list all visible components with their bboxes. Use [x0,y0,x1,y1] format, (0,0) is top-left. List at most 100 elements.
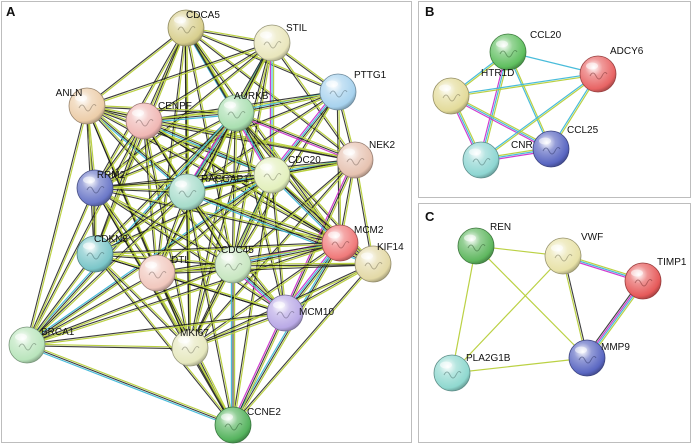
node-sphere[interactable] [432,77,470,115]
node-mcm10[interactable]: MCM10 [266,294,334,332]
edge-line-textmining [190,113,238,349]
node-mmp9[interactable]: MMP9 [568,339,630,377]
node-sphere[interactable] [568,339,606,377]
node-sphere[interactable] [319,73,357,111]
node-timp1[interactable]: TIMP1 [624,257,687,300]
node-adcy6[interactable]: ADCY6 [579,46,644,93]
node-highlight [174,16,186,24]
node-highlight [83,176,95,184]
node-cdc45[interactable]: CDC45 [214,245,254,284]
edge-cdc20-mcm10 [270,174,287,314]
edge-line-textmining [157,271,286,313]
node-sphere[interactable] [624,262,662,300]
node-sphere[interactable] [462,141,500,179]
structure-glyph [499,49,518,58]
node-highlight [586,62,598,70]
edge-line-experiment [450,96,551,151]
node-kif14[interactable]: KIF14 [354,242,404,283]
edge-line-coexpression [142,121,157,274]
node-dtl[interactable]: DTL [138,254,190,292]
node-sphere[interactable] [253,156,291,194]
node-cdc20[interactable]: CDC20 [253,155,321,194]
edge-mcm10-ccne2 [230,312,288,426]
edge-line-coexpression [94,158,355,188]
structure-glyph [263,172,282,181]
node-cdca5[interactable]: CDCA5 [167,9,220,47]
edge-line-textmining [233,313,288,426]
node-sphere[interactable] [544,237,582,275]
node-highlight [328,231,340,239]
node-ccne2[interactable]: CCNE2 [214,406,281,444]
node-rrm2[interactable]: RRM2 [76,169,126,207]
node-aurkb[interactable]: AURKB [217,91,269,132]
node-sphere[interactable] [579,55,617,93]
edge-line-textmining [236,110,356,160]
node-cnr1[interactable]: CNR1 [462,140,539,179]
edge-line-textmining [27,273,158,347]
node-sphere[interactable] [489,33,527,71]
node-brca1[interactable]: BRCA1 [8,326,75,364]
edge-line-textmining [87,28,187,108]
edge-line-textmining [27,188,97,346]
edge-mcm2-brca1 [26,241,341,347]
node-stil[interactable]: STIL [253,23,308,62]
edge-dtl-mcm10 [156,271,286,315]
node-sphere[interactable] [125,102,163,140]
node-vwf[interactable]: VWF [544,232,603,275]
node-mcm2[interactable]: MCM2 [321,224,384,262]
node-sphere[interactable] [8,326,46,364]
edge-line-textmining [233,112,238,266]
node-sphere[interactable] [266,294,304,332]
edge-line-textmining [95,186,234,265]
node-sphere[interactable] [214,406,252,444]
node-cenpf[interactable]: CENPF [125,101,192,140]
node-sphere[interactable] [336,141,374,179]
structure-glyph [472,157,491,166]
edge-line-textmining [27,106,89,346]
structure-glyph [589,71,608,80]
edge-line-textmining [233,264,375,426]
node-label: CDCA5 [186,10,220,21]
node-cdkn3[interactable]: CDKN3 [76,234,128,273]
edge-line-textmining [272,174,287,313]
node-htr1d[interactable]: HTR1D [432,68,514,115]
node-sphere[interactable] [457,227,495,265]
structure-glyph [329,89,348,98]
node-anln[interactable]: ANLN [56,87,106,125]
node-ren[interactable]: REN [457,222,511,265]
edge-htr1d-adcy6 [450,72,599,98]
edge-line-coexpression [26,241,340,345]
node-label: MMP9 [601,342,630,353]
structure-glyph [578,355,597,364]
node-highlight [75,94,87,102]
edge-line-textmining [95,113,237,190]
edge-cnr1-adcy6 [480,72,599,162]
node-pla2g1b[interactable]: PLA2G1B [433,353,511,392]
node-sphere[interactable] [253,24,291,62]
edge-line-coexpression [26,345,191,350]
edge-line-textmining [94,243,341,256]
node-racgap1[interactable]: RACGAP1 [168,173,249,211]
node-sphere[interactable] [532,130,570,168]
node-highlight [221,253,233,261]
edge-line-coexpression [234,113,285,314]
node-nek2[interactable]: NEK2 [336,140,396,179]
edge-line-coexpression [26,344,234,426]
edge-ccl20-cnr1 [478,51,511,161]
edge-rrm2-mcm10 [94,186,286,315]
node-highlight [551,244,563,252]
node-highlight [361,252,373,260]
node-ccl20[interactable]: CCL20 [489,30,562,71]
node-pttg1[interactable]: PTTG1 [319,70,387,111]
node-sphere[interactable] [138,254,176,292]
structure-glyph [554,253,573,262]
node-sphere[interactable] [168,173,206,211]
node-mki67[interactable]: MKI67 [171,328,209,367]
node-sphere[interactable] [433,354,471,392]
node-sphere[interactable] [321,224,359,262]
node-ccl25[interactable]: CCL25 [532,125,599,168]
node-label: MKI67 [180,328,209,339]
edge-line-coexpression [94,190,187,254]
node-label: AURKB [234,91,269,102]
edge-line-textmining [87,105,235,265]
